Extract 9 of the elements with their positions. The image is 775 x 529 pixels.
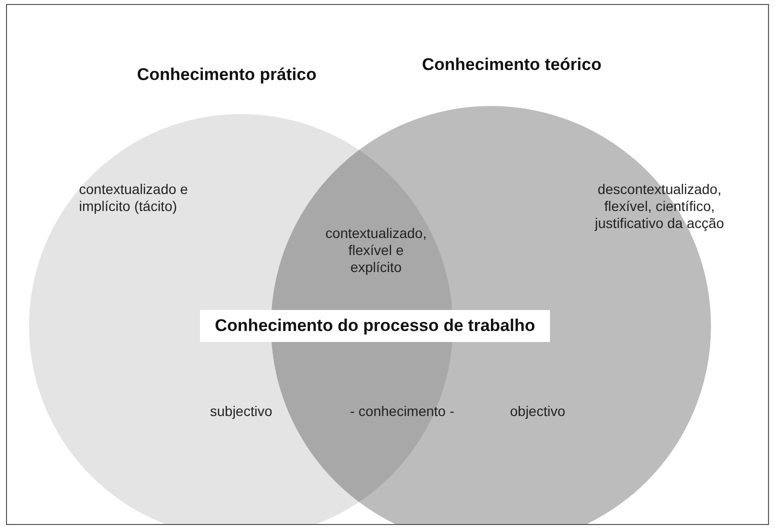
circle-text: contextualizado e implícito (tácito)	[79, 181, 189, 215]
overlap-text: contextualizado, flexível e explícito	[324, 225, 428, 276]
axis-label: - conhecimento -	[350, 403, 454, 420]
circle-heading: Conhecimento teórico	[422, 55, 602, 75]
circle-text: descontextualizado, flexível, científico, justificativo da acção	[594, 181, 726, 232]
axis-label: objectivo	[510, 403, 566, 420]
circle-heading: Conhecimento prático	[137, 65, 316, 85]
axis-label: subjectivo	[210, 403, 272, 420]
title-box: Conhecimento do processo de trabalho	[200, 310, 550, 342]
